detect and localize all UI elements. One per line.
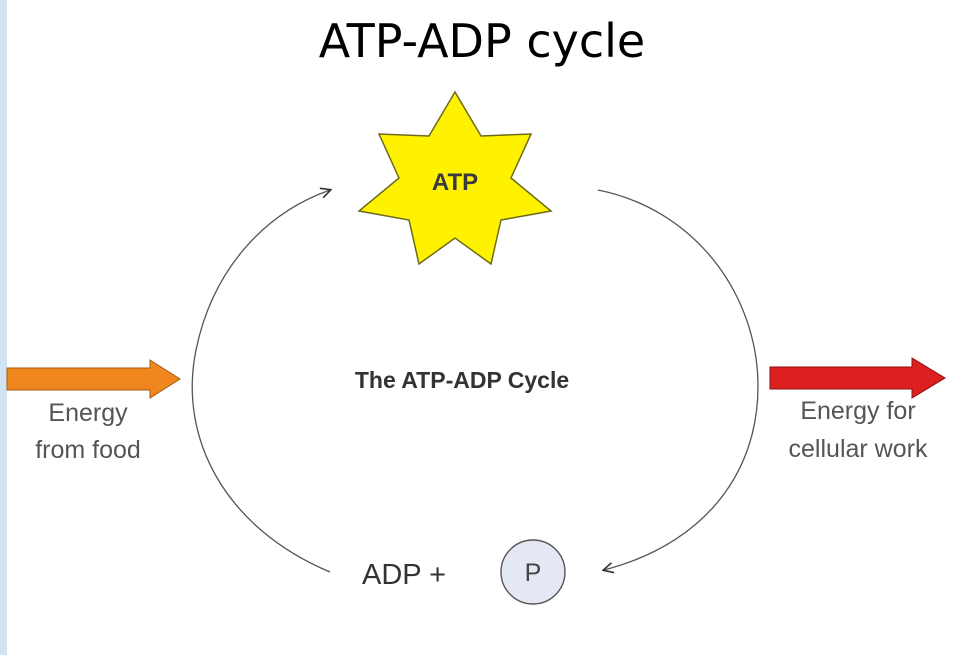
atp-label: ATP — [432, 169, 478, 196]
atp-star-shape — [357, 90, 553, 266]
cycle-arc-right — [597, 189, 759, 570]
phosphate-label: P — [525, 559, 542, 587]
adp-label: ADP + — [362, 559, 446, 591]
phosphate-circle — [500, 539, 566, 605]
output-energy-label-line2: cellular work — [789, 435, 928, 463]
slide-title: ATP-ADP cycle — [318, 14, 646, 68]
center-cycle-label: The ATP-ADP Cycle — [355, 367, 569, 393]
input-energy-arrow — [6, 359, 181, 399]
output-energy-arrow — [769, 357, 946, 399]
input-energy-label-line1: Energy — [48, 399, 128, 427]
cycle-arc-left — [191, 190, 330, 573]
slide-left-accent-bar — [0, 0, 7, 655]
output-energy-label-line1: Energy for — [800, 397, 915, 425]
input-energy-label-line2: from food — [35, 436, 141, 464]
